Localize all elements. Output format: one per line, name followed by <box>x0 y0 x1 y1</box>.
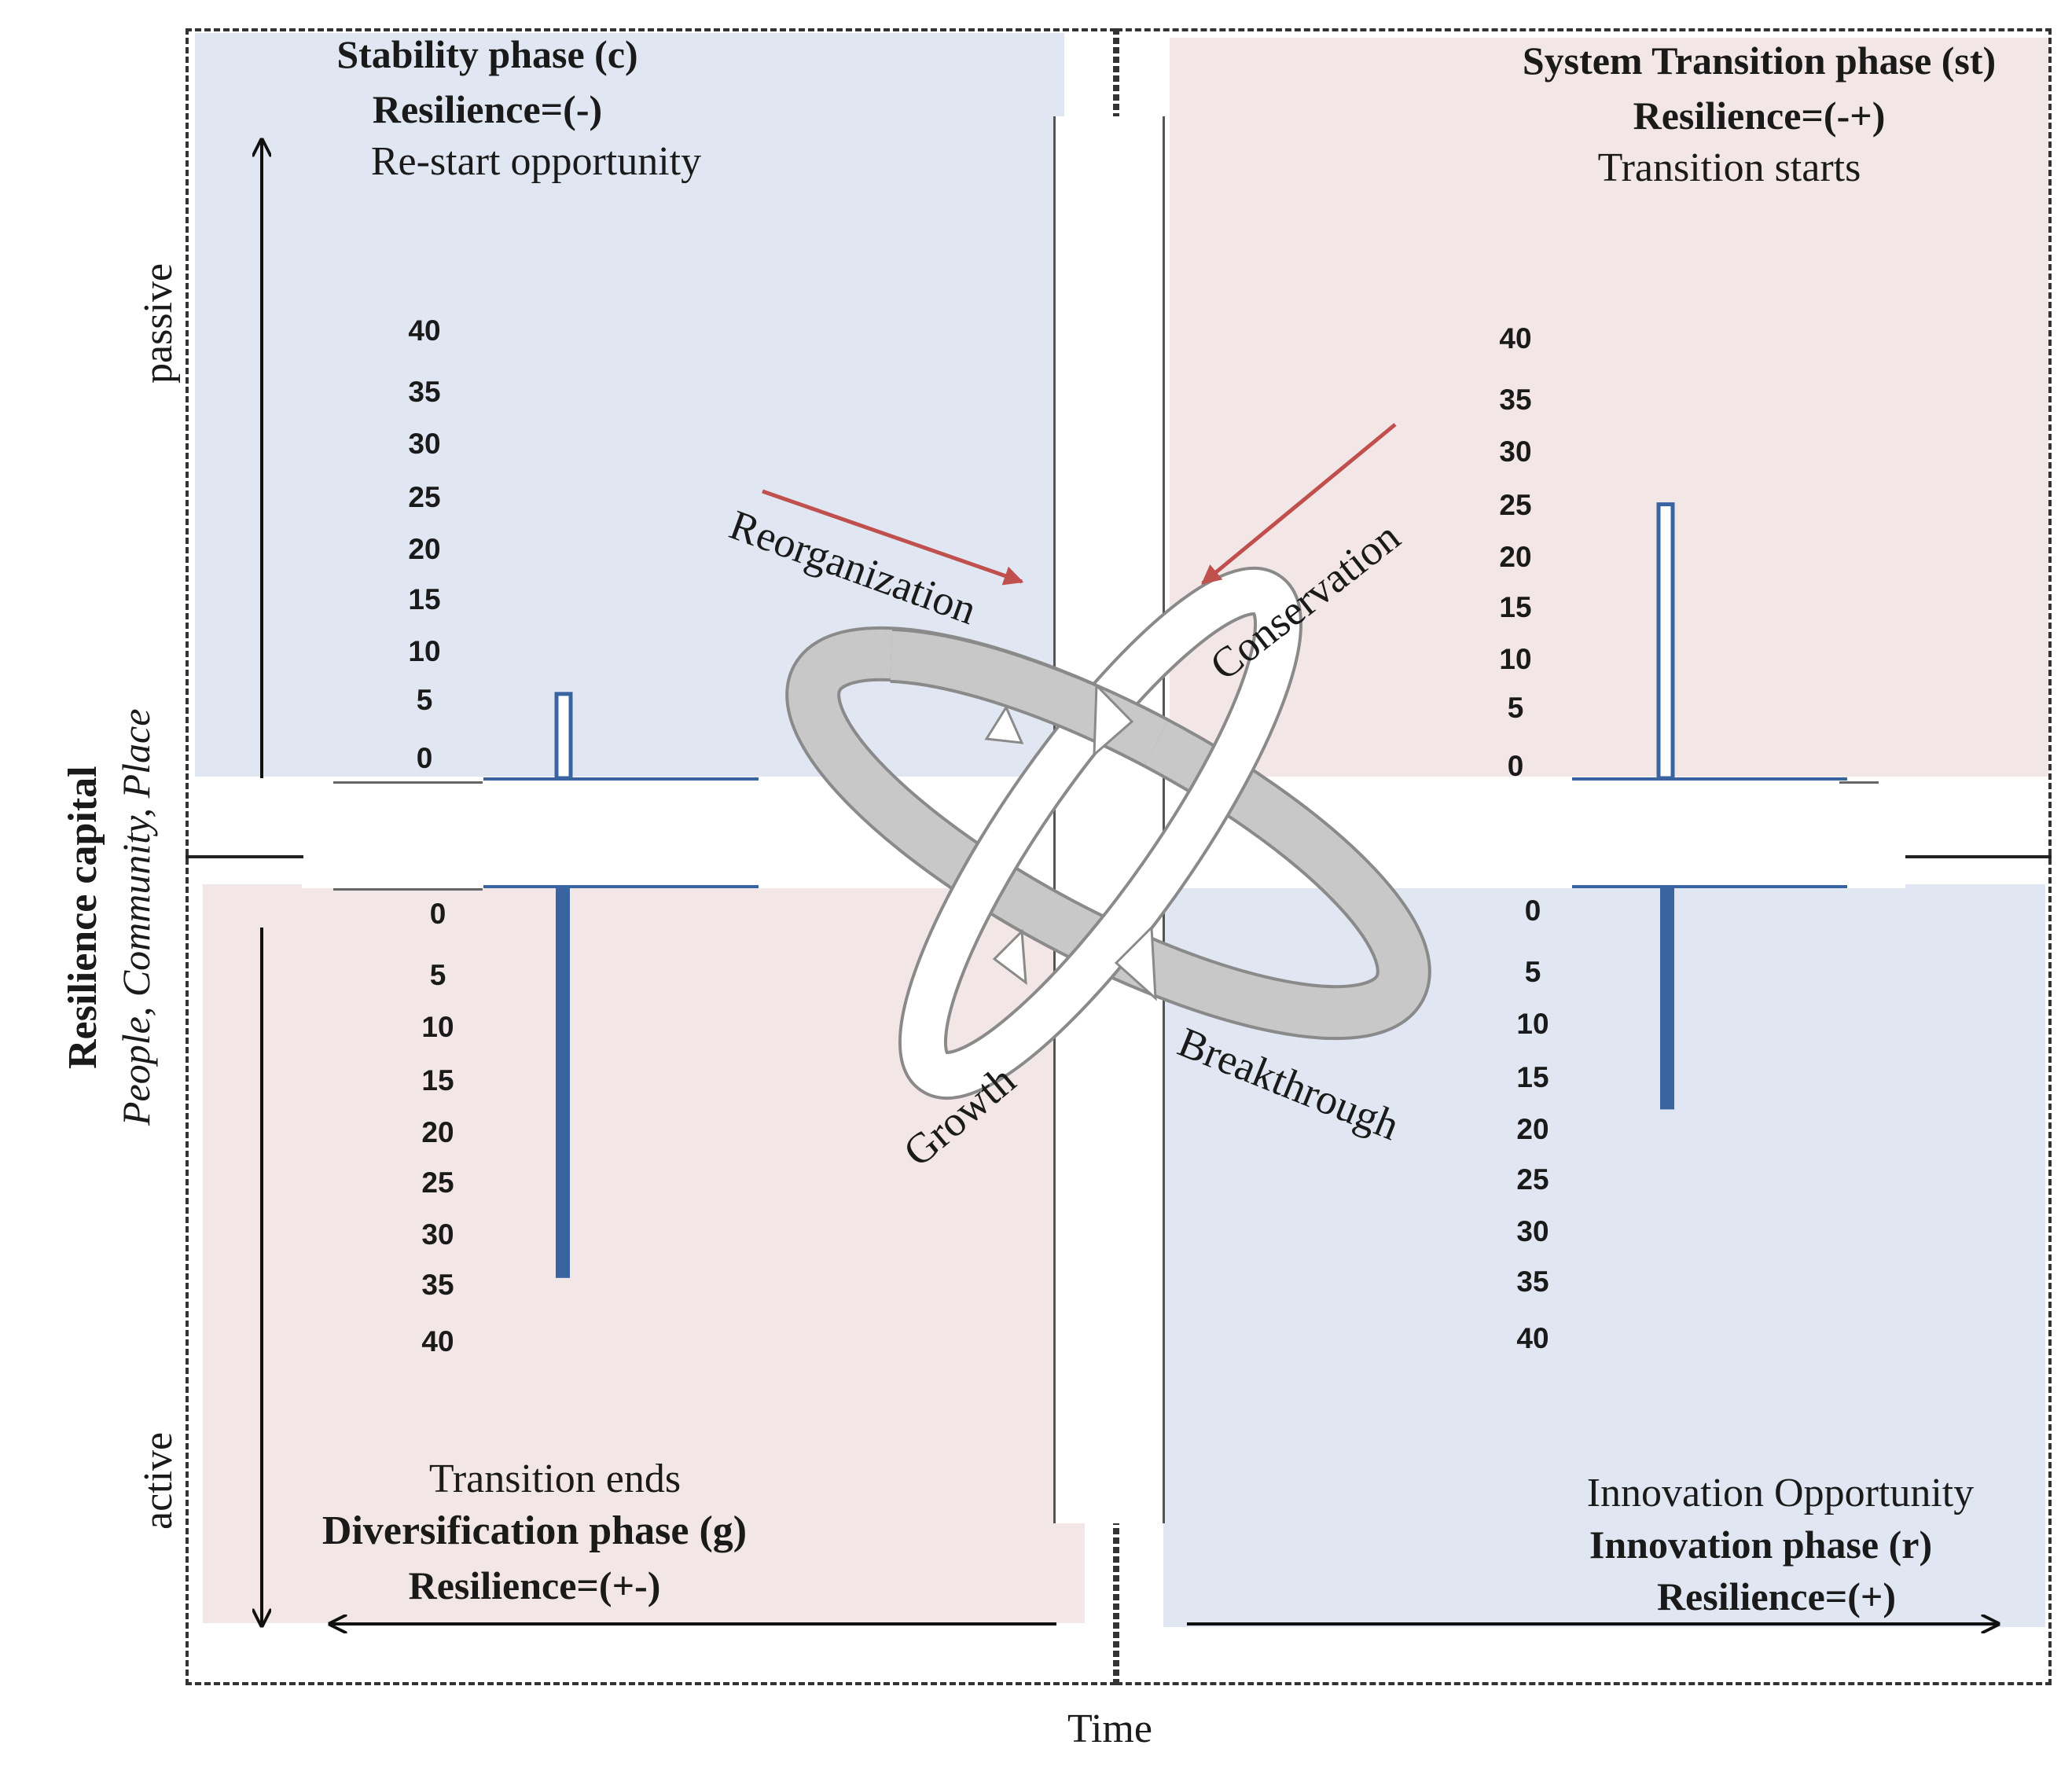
scale-tick-upper: 10 <box>1499 643 1532 675</box>
scale-tick-lower: 20 <box>421 1116 454 1148</box>
scale-tick-lower: 30 <box>421 1218 454 1251</box>
bottom-right-phase-title: Innovation phase (r) <box>1589 1523 1933 1567</box>
horizontal-band-top-right-edge <box>1839 781 1879 784</box>
horizontal-band-top-left-edge <box>333 781 483 784</box>
bar-top-left <box>554 692 573 781</box>
active-label: active <box>136 1431 181 1530</box>
scale-tick-upper: 0 <box>416 742 433 774</box>
scale-tick-lower: 5 <box>429 959 446 991</box>
scale-tick-upper: 10 <box>408 635 441 667</box>
scale-tick-upper: 30 <box>408 428 441 460</box>
bottom-left-phase-title: Diversification phase (g) <box>321 1508 748 1553</box>
scale-tick-lower: 35 <box>1516 1266 1549 1298</box>
bottom-right-note: Innovation Opportunity <box>1586 1471 1975 1515</box>
top-right-resilience: Resilience=(-+) <box>1633 94 1886 138</box>
scale-tick-upper: 40 <box>1499 322 1532 355</box>
scale-tick-upper: 15 <box>408 583 441 615</box>
bottom-left-resilience: Resilience=(+-) <box>408 1563 661 1607</box>
passive-label: passive <box>136 263 181 384</box>
scale-tick-upper: 35 <box>408 376 441 408</box>
bar-bottom-right <box>1660 888 1674 1110</box>
quadrant-top-right-bg <box>1170 38 2048 777</box>
top-left-phase-title: Stability phase (c) <box>336 32 638 76</box>
scale-tick-lower: 0 <box>1524 895 1541 927</box>
scale-tick-upper: 25 <box>408 481 441 513</box>
scale-tick-lower: 0 <box>429 898 446 930</box>
scale-tick-upper: 15 <box>1499 591 1532 623</box>
conservation-arrow <box>1201 423 1397 585</box>
scale-tick-lower: 10 <box>421 1011 454 1043</box>
scale-tick-lower: 30 <box>1516 1215 1549 1247</box>
top-right-phase-title: System Transition phase (st) <box>1522 39 1997 83</box>
scale-tick-lower: 10 <box>1516 1008 1549 1040</box>
scale-tick-lower: 25 <box>421 1166 454 1199</box>
scale-tick-upper: 25 <box>1499 489 1532 521</box>
scale-tick-upper: 30 <box>1499 435 1532 468</box>
scale-tick-upper: 35 <box>1499 384 1532 416</box>
scale-tick-upper: 40 <box>408 314 441 347</box>
y-axis-title: Resilience capital <box>61 766 105 1069</box>
horizontal-axis-line-right <box>1905 855 2052 858</box>
horizontal-axis-line-left <box>186 855 303 858</box>
loop-arrowheads <box>984 682 1157 1001</box>
bottom-left-note: Transition ends <box>428 1457 681 1501</box>
scale-tick-upper: 20 <box>408 533 441 565</box>
vertical-axis-band <box>1053 116 1165 1523</box>
reorganization-arrow <box>762 489 1024 586</box>
bottom-right-resilience: Resilience=(+) <box>1656 1574 1897 1618</box>
scale-tick-lower: 15 <box>1516 1061 1549 1093</box>
horizontal-band-bottom-left-edge <box>333 888 483 891</box>
scale-tick-upper: 5 <box>416 684 433 716</box>
y-axis-subtitle: People, Community, Place <box>114 708 158 1126</box>
scale-tick-lower: 40 <box>1516 1322 1549 1354</box>
scale-tick-lower: 40 <box>421 1325 454 1357</box>
x-axis-title: Time <box>1067 1706 1152 1751</box>
scale-tick-lower: 15 <box>421 1064 454 1097</box>
scale-tick-upper: 0 <box>1507 750 1524 782</box>
scale-tick-lower: 25 <box>1516 1163 1549 1196</box>
scale-tick-lower: 20 <box>1516 1113 1549 1145</box>
bar-bottom-left <box>556 888 570 1278</box>
scale-tick-upper: 5 <box>1507 692 1524 724</box>
top-left-note: Re-start opportunity <box>370 139 702 184</box>
scale-tick-upper: 20 <box>1499 541 1532 573</box>
scale-tick-lower: 35 <box>421 1269 454 1301</box>
scale-tick-lower: 5 <box>1524 956 1541 988</box>
top-right-note: Transition starts <box>1597 145 1861 190</box>
bar-top-right <box>1656 502 1675 781</box>
top-left-resilience: Resilience=(-) <box>372 87 603 131</box>
